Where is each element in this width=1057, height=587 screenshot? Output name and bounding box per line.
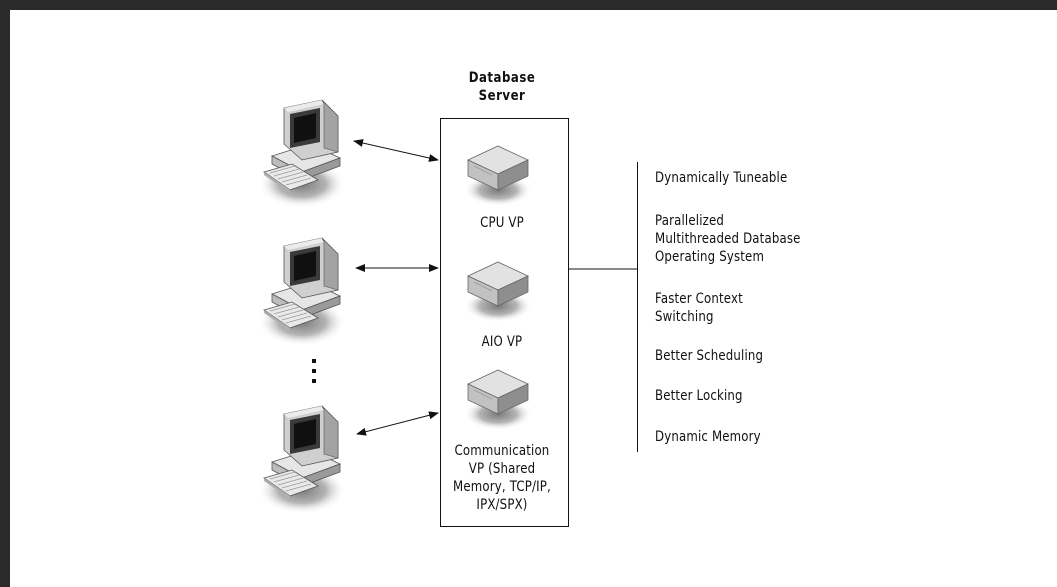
diagram-frame: [10, 10, 1057, 587]
feature-parallelized-multithreaded: Parallelized Multithreaded Database Oper…: [655, 213, 801, 265]
feature-dynamically-tuneable: Dynamically Tuneable: [655, 170, 788, 186]
server-unit-icon: [463, 261, 533, 323]
feature-faster-context-switching: Faster Context Switching: [655, 291, 743, 325]
database-server-title: Database Server: [468, 70, 536, 104]
feature-better-locking: Better Locking: [655, 388, 743, 404]
desktop-computer-icon: [257, 405, 347, 515]
server-unit-icon: [463, 369, 533, 431]
connection-arrow: [353, 139, 439, 162]
server-unit-icon: [463, 145, 533, 207]
feature-dynamic-memory: Dynamic Memory: [655, 429, 761, 445]
connection-arrow: [356, 411, 439, 436]
desktop-computer-icon: [257, 237, 347, 347]
aio-vp-label: AIO VP: [481, 334, 523, 350]
database-server-box: [440, 118, 569, 527]
communication-vp-label: Communication VP (Shared Memory, TCP/IP,…: [453, 443, 551, 513]
cpu-vp-label: CPU VP: [480, 215, 524, 231]
feature-better-scheduling: Better Scheduling: [655, 348, 764, 364]
vertical-ellipsis-icon: [312, 359, 316, 383]
desktop-computer-icon: [257, 99, 347, 209]
